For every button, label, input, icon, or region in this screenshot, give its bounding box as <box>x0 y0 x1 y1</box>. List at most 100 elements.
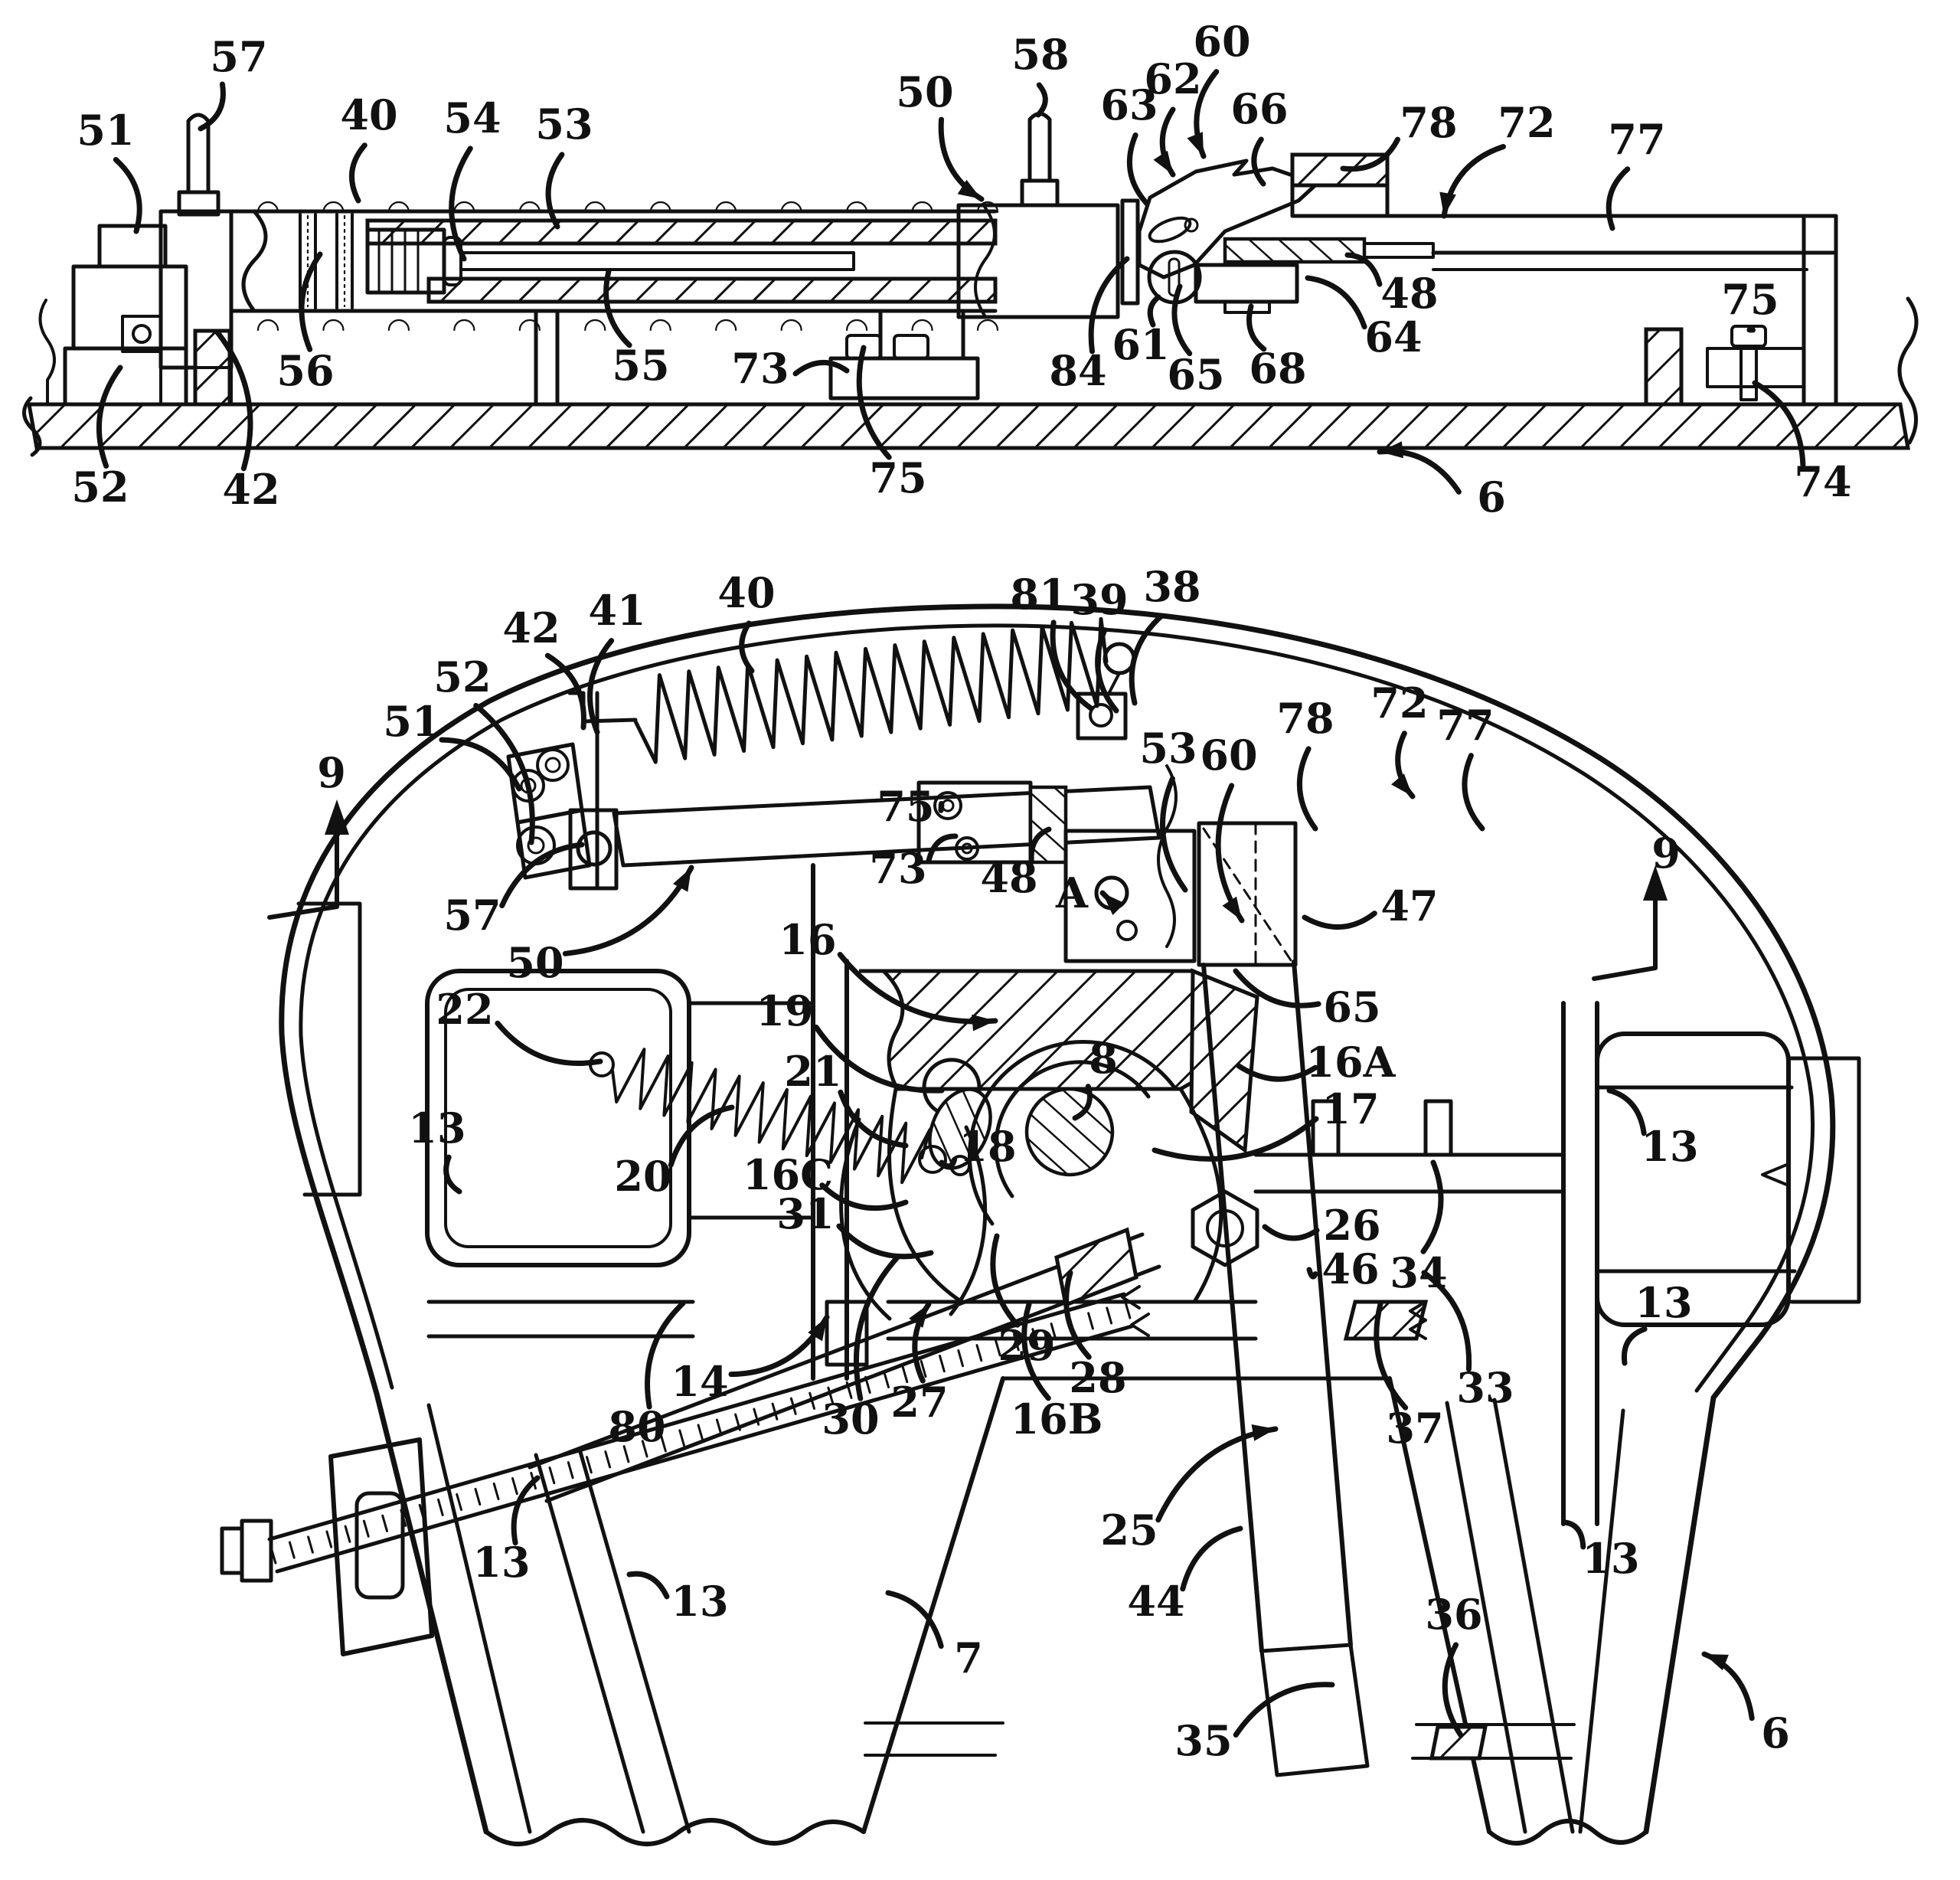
spring-eye-38 <box>1102 642 1136 675</box>
leader-68 <box>1246 303 1267 352</box>
leader-35 <box>1233 1682 1335 1738</box>
ref-label-21: 21 <box>784 1047 841 1096</box>
leader-arrowhead-A <box>1102 893 1125 915</box>
ref-label-13: 13 <box>408 1103 466 1153</box>
leader-18 <box>939 1156 958 1169</box>
cam-47 <box>1197 821 1298 967</box>
ref-label-39: 39 <box>1070 575 1128 624</box>
leader-52 <box>96 365 123 469</box>
section-arrow-9-right <box>1592 865 1668 981</box>
foot-pad-73 <box>828 356 980 401</box>
leader-48 <box>1344 252 1383 287</box>
leader-33 <box>1421 1270 1472 1372</box>
zigzag-33 <box>1409 1300 1427 1340</box>
right-pocket-outer <box>1595 1032 1791 1327</box>
leader-73 <box>792 359 850 377</box>
pad-78 <box>1290 152 1390 188</box>
ref-label-51: 51 <box>77 106 134 155</box>
ref-label-78: 78 <box>1276 694 1334 743</box>
leader-42 <box>544 652 586 731</box>
ref-label-40: 40 <box>340 90 397 139</box>
leader-80 <box>645 1300 686 1410</box>
leader-19 <box>813 1024 945 1094</box>
leader-50 <box>562 865 694 956</box>
leader-51 <box>113 157 142 234</box>
leader-51 <box>439 737 522 792</box>
jaw-housing-outline <box>887 1087 1223 1304</box>
leader-arrowhead-6 <box>1704 1654 1729 1671</box>
figure-plan-view <box>220 603 1861 1846</box>
cam-slot <box>1148 216 1192 244</box>
ref-label-44: 44 <box>1127 1577 1184 1626</box>
ref-label-13: 13 <box>1641 1122 1698 1171</box>
rod-break-marks <box>1121 1285 1150 1337</box>
leader-61 <box>1147 294 1161 328</box>
leader-60 <box>1215 783 1245 924</box>
block-68 <box>1194 263 1299 304</box>
ref-label-52: 52 <box>433 652 491 701</box>
ref-label-58: 58 <box>1011 30 1069 79</box>
ref-label-46: 46 <box>1321 1244 1379 1293</box>
ref-label-31: 31 <box>776 1189 834 1238</box>
ref-label-16: 16 <box>779 915 836 964</box>
spring-40-bottom-coils <box>256 319 999 332</box>
ref-label-48: 48 <box>980 853 1037 902</box>
base-plate-section <box>27 402 1910 450</box>
leader-arrowhead-50 <box>673 868 691 892</box>
leader-75 <box>1746 326 1756 333</box>
left-lower-band <box>426 1300 695 1339</box>
leader-84 <box>1088 256 1130 355</box>
leader-13 <box>443 1154 462 1195</box>
leader-44 <box>1180 1525 1243 1592</box>
leader-16A <box>1236 1063 1318 1082</box>
leader-13 <box>511 1475 541 1546</box>
leader-53 <box>1160 776 1188 893</box>
anchor-plate-81 <box>1076 692 1128 741</box>
jaw-17-outer <box>967 1039 1177 1226</box>
leader-72 <box>1441 144 1506 219</box>
leader-58 <box>1035 82 1048 118</box>
ref-label-42: 42 <box>222 465 279 514</box>
leader-arrowhead-16 <box>972 1014 995 1032</box>
rod-55 <box>459 251 855 271</box>
ref-label-9: 9 <box>1651 829 1681 878</box>
bar-48 <box>1223 237 1367 264</box>
leader-25 <box>1155 1426 1279 1523</box>
ref-label-72: 72 <box>1370 678 1428 727</box>
ref-label-50: 50 <box>896 67 953 116</box>
leader-53 <box>545 152 565 230</box>
ref-label-13: 13 <box>472 1538 530 1587</box>
ref-label-54: 54 <box>443 93 501 142</box>
ref-label-74: 74 <box>1794 457 1851 506</box>
leader-36 <box>1442 1642 1464 1738</box>
leader-63 <box>1126 132 1150 207</box>
ref-label-53: 53 <box>1139 724 1197 773</box>
jaw-17-inner <box>994 1060 1151 1198</box>
left-center-web <box>811 863 849 1381</box>
ref-label-81: 81 <box>1010 570 1067 619</box>
ref-label-63: 63 <box>1100 80 1158 129</box>
ref-label-56: 56 <box>276 346 334 395</box>
right-leg-break <box>1487 1819 1648 1846</box>
leader-22 <box>495 1020 603 1066</box>
right-pocket-bands <box>1595 1085 1797 1273</box>
ref-label-17: 17 <box>1321 1084 1379 1133</box>
ref-label-50: 50 <box>506 938 564 987</box>
ref-label-14: 14 <box>671 1357 728 1406</box>
ref-label-18: 18 <box>959 1122 1016 1171</box>
ref-label-77: 77 <box>1608 115 1665 164</box>
screw-head <box>240 1519 273 1583</box>
pivot-57-target <box>576 830 612 867</box>
leader-39 <box>1095 627 1119 714</box>
right-post <box>1802 214 1838 407</box>
ref-label-8: 8 <box>1089 1034 1118 1083</box>
ref-label-73: 73 <box>869 844 926 893</box>
left-leg-break <box>484 1818 866 1846</box>
ref-label-7: 7 <box>954 1633 983 1682</box>
leader-28 <box>1063 1270 1092 1360</box>
ref-label-60: 60 <box>1193 17 1250 66</box>
leader-81 <box>1050 620 1094 711</box>
ref-label-53: 53 <box>535 100 593 149</box>
